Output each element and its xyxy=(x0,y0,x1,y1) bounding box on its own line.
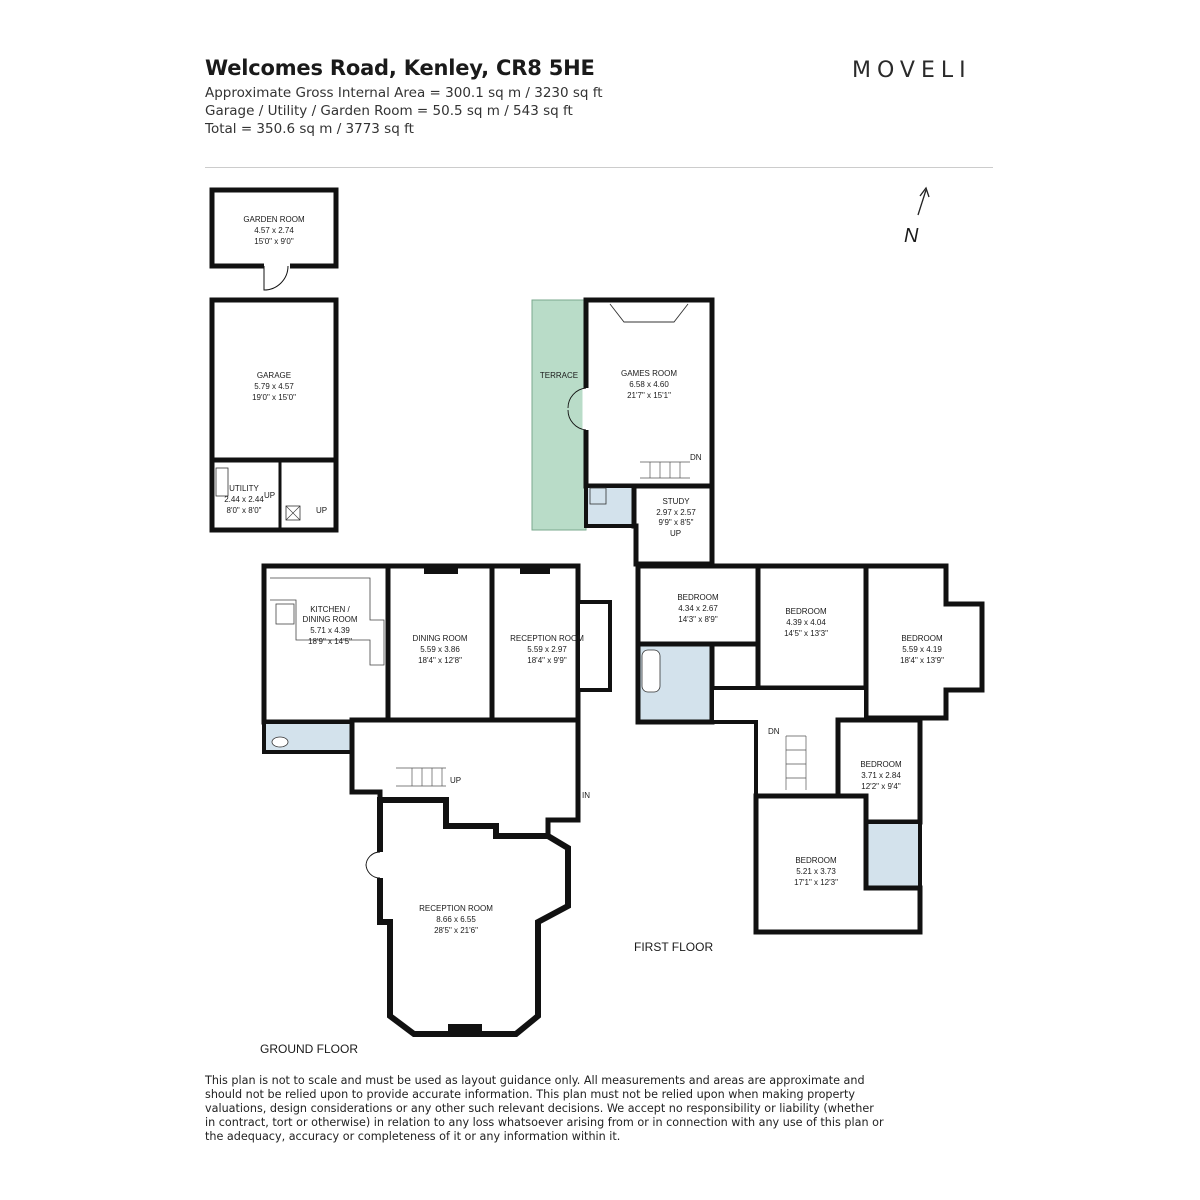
bedroom-1-metric: 4.34 x 2.67 xyxy=(678,604,718,613)
dining-room-imperial: 18'4" x 12'8" xyxy=(418,656,462,665)
first-floor-label: FIRST FLOOR xyxy=(634,940,713,954)
reception-large-imperial: 28'5" x 21'6" xyxy=(434,926,478,935)
hall-up-marker: UP xyxy=(450,776,461,785)
bedroom-4-name: BEDROOM xyxy=(860,760,902,769)
property-title: Welcomes Road, Kenley, CR8 5HE xyxy=(205,56,595,80)
bedroom-5-metric: 5.21 x 3.73 xyxy=(796,867,836,876)
utility-metric: 2.44 x 2.44 xyxy=(224,495,264,504)
kitchen-name-line-2: DINING ROOM xyxy=(302,615,357,624)
utility-name: UTILITY xyxy=(229,484,259,493)
bedroom-3-name: BEDROOM xyxy=(901,634,943,643)
utility-walls xyxy=(209,457,339,533)
north-arrow-icon: N xyxy=(904,186,930,247)
landing-dn-marker: DN xyxy=(768,727,780,736)
dining-room-name: DINING ROOM xyxy=(412,634,467,643)
kitchen-metric: 5.71 x 4.39 xyxy=(310,626,350,635)
reception-room-large-walls xyxy=(377,797,571,1037)
utility-up-marker: UP xyxy=(264,491,275,500)
reception-large-name: RECEPTION ROOM xyxy=(419,904,493,913)
bedroom-2-walls xyxy=(755,563,869,691)
bedroom-4-imperial: 12'2" x 9'4" xyxy=(861,782,901,791)
reception-small-name: RECEPTION ROOM xyxy=(510,634,584,643)
north-label: N xyxy=(904,225,919,247)
games-room-dn-marker: DN xyxy=(690,453,702,462)
ensuite-walls xyxy=(864,820,922,890)
bedroom-5-walls xyxy=(753,793,923,935)
study-up-marker: UP xyxy=(670,529,681,538)
garage-imperial: 19'0" x 15'0" xyxy=(252,393,296,402)
reception-large-metric: 8.66 x 6.55 xyxy=(436,915,476,924)
shower-room-walls xyxy=(584,484,636,528)
terrace-name: TERRACE xyxy=(540,371,578,380)
dining-room-walls xyxy=(385,563,495,723)
study-metric: 2.97 x 2.57 xyxy=(656,508,696,517)
games-room-imperial: 21'7" x 15'1" xyxy=(627,391,671,400)
reception-small-imperial: 18'4" x 9'9" xyxy=(527,656,567,665)
first-floor-plan xyxy=(531,297,985,935)
bedroom-4-metric: 3.71 x 2.84 xyxy=(861,771,901,780)
kitchen-imperial: 18'9" x 14'5" xyxy=(308,637,352,646)
bedroom-2-imperial: 14'5" x 13'3" xyxy=(784,629,828,638)
garden-room-imperial: 15'0" x 9'0" xyxy=(254,237,294,246)
bedroom-5-imperial: 17'1" x 12'3" xyxy=(794,878,838,887)
bedroom-2-metric: 4.39 x 4.04 xyxy=(786,618,826,627)
terrace-area xyxy=(531,299,587,531)
ground-floor-label: GROUND FLOOR xyxy=(260,1042,358,1056)
garage-walls xyxy=(209,297,339,463)
bedroom-5-name: BEDROOM xyxy=(795,856,837,865)
reception-small-metric: 5.59 x 2.97 xyxy=(527,645,567,654)
study-name: STUDY xyxy=(662,497,690,506)
stair-markers: UP UP UP IN DN UP DN xyxy=(264,453,780,800)
entrance-in-marker: IN xyxy=(582,791,590,800)
header-divider xyxy=(205,167,993,168)
study-imperial: 9'9" x 8'5" xyxy=(659,518,694,527)
garden-room-metric: 4.57 x 2.74 xyxy=(254,226,294,235)
header: Welcomes Road, Kenley, CR8 5HE Approxima… xyxy=(205,56,603,138)
bedroom-1-name: BEDROOM xyxy=(677,593,719,602)
area-line-outbuildings: Garage / Utility / Garden Room = 50.5 sq… xyxy=(205,103,573,119)
garage-metric: 5.79 x 4.57 xyxy=(254,382,294,391)
bedroom-3-imperial: 18'4" x 13'9" xyxy=(900,656,944,665)
kitchen-name-line-1: KITCHEN / xyxy=(310,605,350,614)
garage-up-marker: UP xyxy=(316,506,327,515)
disclaimer-text: This plan is not to scale and must be us… xyxy=(205,1074,884,1143)
games-room-walls xyxy=(583,297,715,489)
room-labels: GARDEN ROOM 4.57 x 2.74 15'0" x 9'0" GAR… xyxy=(224,215,944,935)
family-bathroom-walls xyxy=(635,641,715,725)
brand-logo: MOVELI xyxy=(852,58,972,83)
ground-floor-plan xyxy=(209,187,612,1037)
dining-room-metric: 5.59 x 3.86 xyxy=(420,645,460,654)
reception-room-small-walls xyxy=(489,563,581,723)
garage-name: GARAGE xyxy=(257,371,291,380)
bedroom-1-imperial: 14'3" x 8'9" xyxy=(678,615,718,624)
area-line-total: Total = 350.6 sq m / 3773 sq ft xyxy=(205,121,414,137)
bedroom-2-name: BEDROOM xyxy=(785,607,827,616)
games-room-name: GAMES ROOM xyxy=(621,369,677,378)
utility-imperial: 8'0" x 8'0" xyxy=(227,506,262,515)
area-line-internal: Approximate Gross Internal Area = 300.1 … xyxy=(205,85,603,101)
bedroom-3-metric: 5.59 x 4.19 xyxy=(902,645,942,654)
garden-room-name: GARDEN ROOM xyxy=(243,215,305,224)
games-room-metric: 6.58 x 4.60 xyxy=(629,380,669,389)
